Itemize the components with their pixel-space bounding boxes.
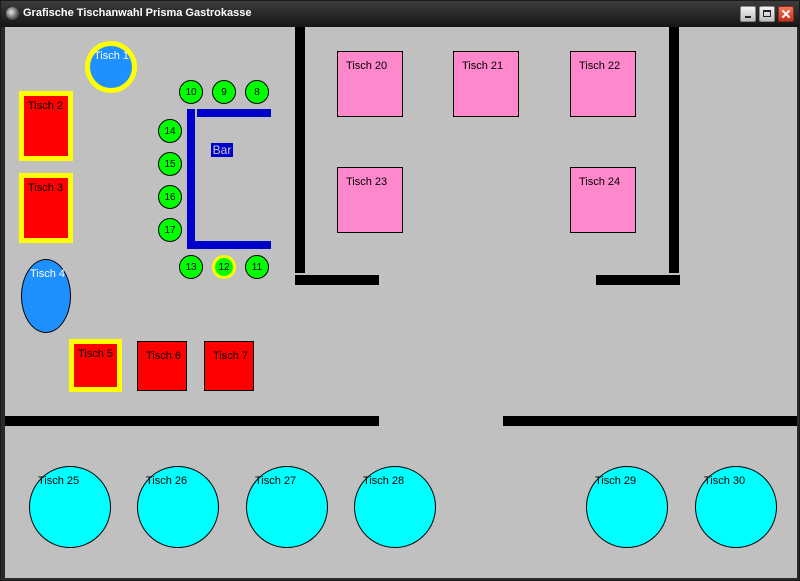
table-tisch-3[interactable]: Tisch 3 xyxy=(19,173,73,243)
table-label: Tisch 7 xyxy=(213,350,249,362)
table-tisch-4[interactable]: Tisch 4 xyxy=(21,259,71,333)
app-icon xyxy=(6,7,19,20)
table-label: Tisch 27 xyxy=(255,475,297,487)
minimize-icon xyxy=(745,16,751,18)
bar-label: Bar xyxy=(211,143,233,157)
bar-seat-16[interactable]: 16 xyxy=(158,185,182,209)
bar-seat-17[interactable]: 17 xyxy=(158,218,182,242)
table-label: Tisch 1 xyxy=(94,50,130,62)
table-label: Tisch 29 xyxy=(595,475,637,487)
table-tisch-20[interactable]: Tisch 20 xyxy=(337,51,403,117)
table-tisch-28[interactable]: Tisch 28 xyxy=(354,466,436,548)
table-tisch-21[interactable]: Tisch 21 xyxy=(453,51,519,117)
bar-seat-15[interactable]: 15 xyxy=(158,152,182,176)
wall-room-right xyxy=(669,27,679,273)
table-label: Tisch 3 xyxy=(28,182,64,194)
table-label: Tisch 4 xyxy=(30,268,66,280)
table-label: Tisch 26 xyxy=(146,475,188,487)
table-tisch-24[interactable]: Tisch 24 xyxy=(570,167,636,233)
table-label: Tisch 2 xyxy=(28,100,64,112)
table-tisch-25[interactable]: Tisch 25 xyxy=(29,466,111,548)
table-tisch-5[interactable]: Tisch 5 xyxy=(69,339,122,392)
table-tisch-6[interactable]: Tisch 6 xyxy=(137,341,187,391)
table-label: Tisch 6 xyxy=(146,350,182,362)
table-label: Tisch 21 xyxy=(462,60,504,72)
bar-seat-11[interactable]: 11 xyxy=(245,255,269,279)
table-tisch-30[interactable]: Tisch 30 xyxy=(695,466,777,548)
title-bar[interactable]: Grafische Tischanwahl Prisma Gastrokasse xyxy=(1,1,799,27)
table-label: Tisch 5 xyxy=(78,348,114,360)
table-tisch-1[interactable]: Tisch 1 xyxy=(85,41,137,93)
wall-room-left-foot xyxy=(295,275,379,285)
table-tisch-29[interactable]: Tisch 29 xyxy=(586,466,668,548)
maximize-icon xyxy=(763,10,771,17)
table-tisch-26[interactable]: Tisch 26 xyxy=(137,466,219,548)
wall-divider-left xyxy=(5,416,379,426)
bar-seat-14[interactable]: 14 xyxy=(158,119,182,143)
table-tisch-27[interactable]: Tisch 27 xyxy=(246,466,328,548)
wall-divider-right xyxy=(503,416,797,426)
bar-counter-side xyxy=(187,109,195,241)
table-tisch-2[interactable]: Tisch 2 xyxy=(19,91,73,161)
close-icon xyxy=(779,7,793,21)
bar-seat-8[interactable]: 8 xyxy=(245,80,269,104)
table-label: Tisch 22 xyxy=(579,60,621,72)
minimize-button[interactable] xyxy=(740,6,756,22)
table-tisch-22[interactable]: Tisch 22 xyxy=(570,51,636,117)
table-label: Tisch 25 xyxy=(38,475,80,487)
table-label: Tisch 24 xyxy=(579,176,621,188)
table-label: Tisch 23 xyxy=(346,176,388,188)
bar-counter-top xyxy=(197,109,271,117)
floor-plan: Bar Tisch 1 Tisch 2 Tisch 3 Tisch 4 Tisc… xyxy=(5,27,797,578)
close-button[interactable] xyxy=(778,6,794,22)
bar-seat-9[interactable]: 9 xyxy=(212,80,236,104)
bar-counter-bottom xyxy=(187,241,271,249)
bar-seat-10[interactable]: 10 xyxy=(179,80,203,104)
table-label: Tisch 28 xyxy=(363,475,405,487)
wall-room-left xyxy=(295,27,305,273)
window-title: Grafische Tischanwahl Prisma Gastrokasse xyxy=(23,7,252,19)
table-label: Tisch 30 xyxy=(704,475,746,487)
bar-seat-13[interactable]: 13 xyxy=(179,255,203,279)
bar-seat-12[interactable]: 12 xyxy=(212,255,236,279)
maximize-button[interactable] xyxy=(759,6,775,22)
wall-room-right-foot xyxy=(596,275,680,285)
table-tisch-7[interactable]: Tisch 7 xyxy=(204,341,254,391)
table-tisch-23[interactable]: Tisch 23 xyxy=(337,167,403,233)
table-label: Tisch 20 xyxy=(346,60,388,72)
